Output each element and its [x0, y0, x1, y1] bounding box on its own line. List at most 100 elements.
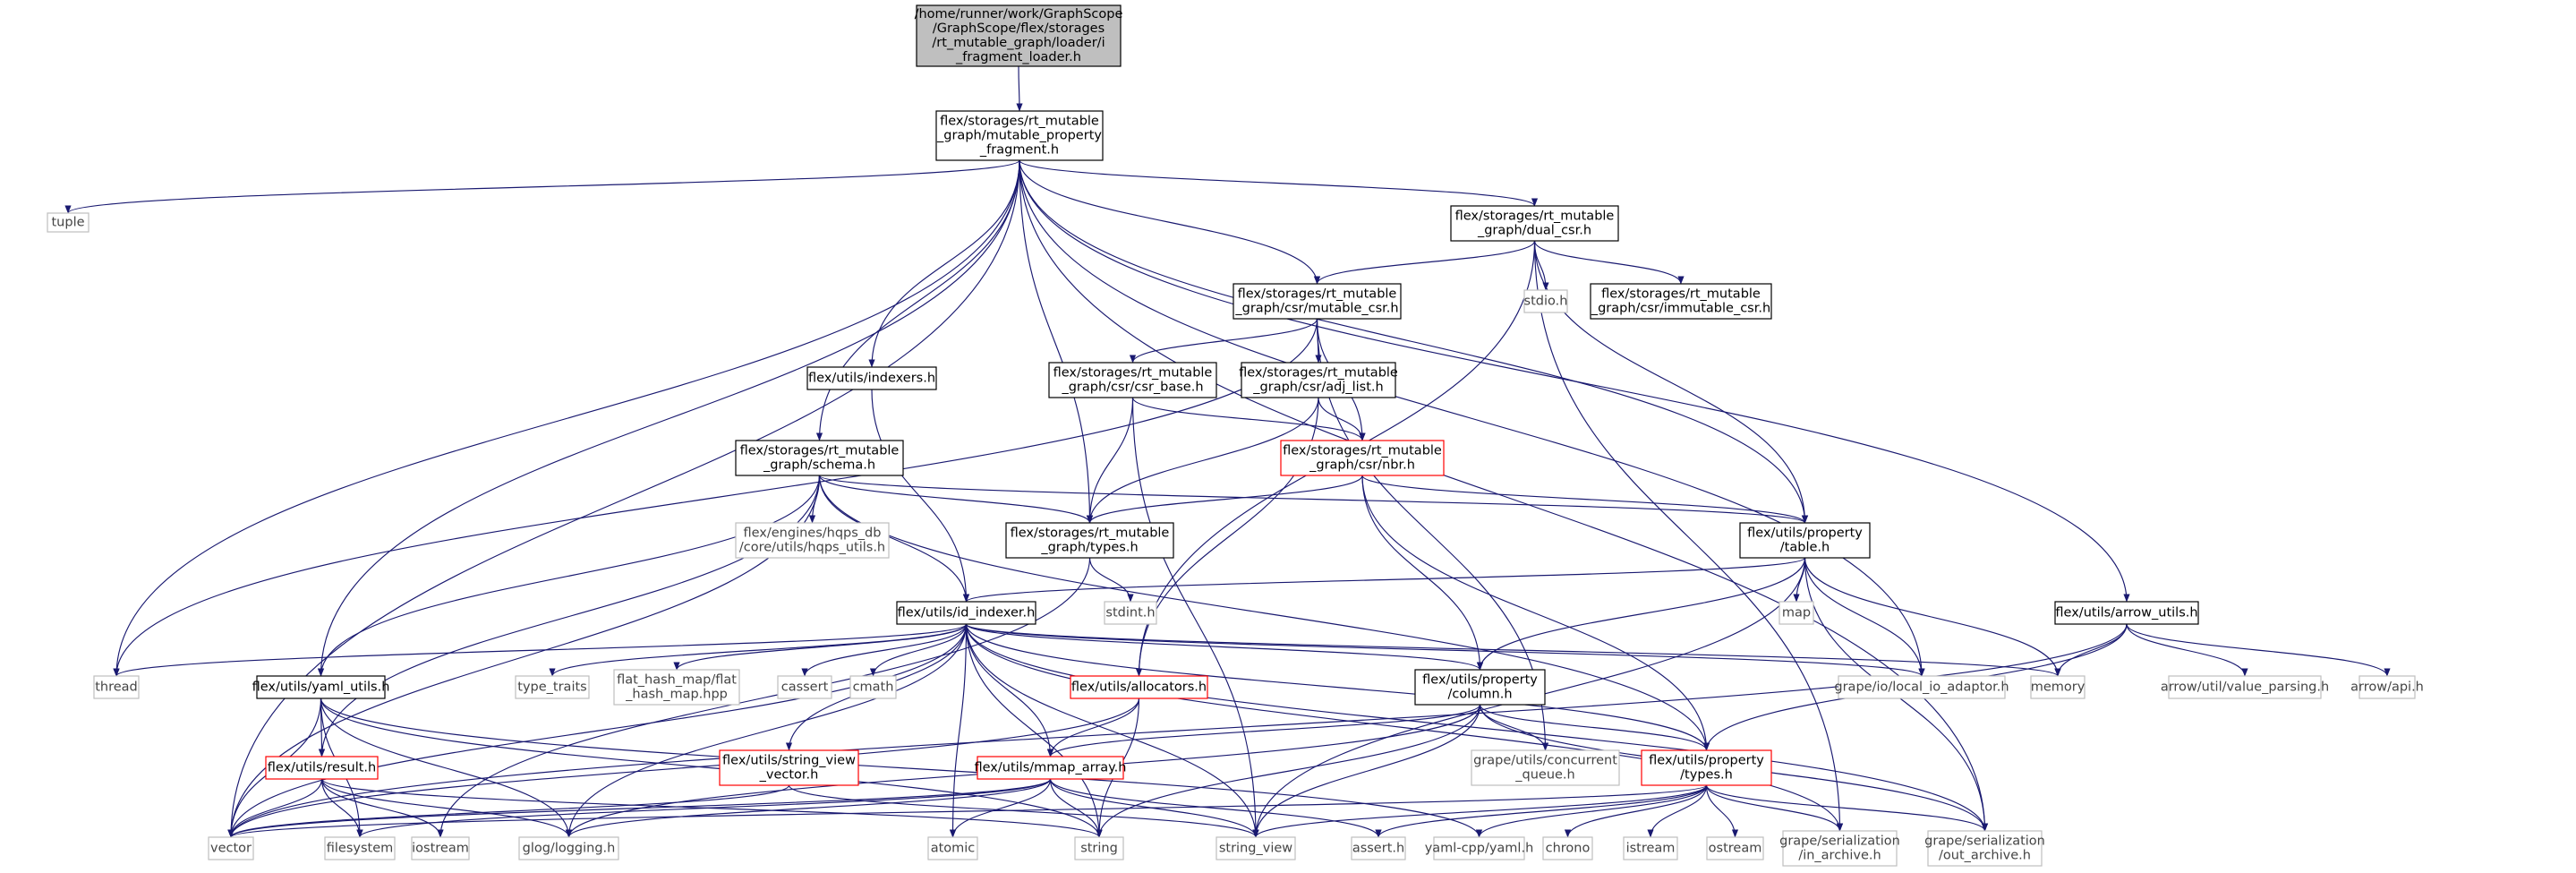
- node-stdint: stdint.h: [1104, 601, 1157, 625]
- node-istream-box: [1623, 836, 1678, 860]
- node-label-line: /out_archive.h: [1939, 849, 2031, 863]
- node-avp-box: [2168, 675, 2322, 699]
- node-idi[interactable]: flex/utils/id_indexer.h: [896, 601, 1036, 625]
- node-ostream: ostream: [1706, 836, 1764, 860]
- node-label-line: flex/utils/string_view: [722, 754, 856, 768]
- node-label-line: /table.h: [1780, 541, 1830, 555]
- node-root[interactable]: /home/runner/work/GraphScope/GraphScope/…: [915, 4, 1123, 67]
- node-map: map: [1778, 601, 1814, 625]
- node-sv-box: [719, 749, 859, 786]
- edge-sv-to-vector: [227, 784, 790, 838]
- node-table[interactable]: flex/utils/property/table.h: [1739, 522, 1871, 559]
- node-fs-box: [324, 836, 396, 860]
- node-idx-box: [806, 366, 937, 390]
- node-glog: glog/logging.h: [518, 836, 619, 860]
- node-label-line: flex/utils/result.h: [268, 761, 376, 775]
- node-aapi-box: [2358, 675, 2416, 699]
- node-label-line: _graph/csr/adj_list.h: [1252, 381, 1383, 395]
- node-nbr[interactable]: flex/storages/rt_mutable_graph/csr/nbr.h: [1280, 440, 1445, 476]
- node-hqps-box: [735, 522, 890, 559]
- node-label-line: atomic: [931, 842, 976, 856]
- node-label-line: _fragment.h: [979, 143, 1059, 158]
- edge-mpf-to-dual: [1019, 159, 1538, 207]
- node-label-line: flex/utils/arrow_utils.h: [2055, 606, 2197, 621]
- node-label-line: flex/storages/rt_mutable: [1011, 526, 1170, 541]
- node-gin: grape/serialization/in_archive.h: [1779, 830, 1900, 867]
- node-dual[interactable]: flex/storages/rt_mutable_graph/dual_csr.…: [1450, 205, 1619, 242]
- edge-result-to-fs: [320, 778, 363, 838]
- edge-yaml-to-string: [320, 698, 1103, 838]
- node-asserth-box: [1351, 836, 1406, 860]
- edge-idi-to-thread: [113, 623, 968, 677]
- node-atomic: atomic: [927, 836, 978, 860]
- node-sv[interactable]: flex/utils/string_view_vector.h: [719, 749, 859, 786]
- node-schema[interactable]: flex/storages/rt_mutable_graph/schema.h: [735, 440, 904, 476]
- edge-column-to-strv: [1252, 704, 1481, 838]
- edge-schema-to-result: [318, 475, 821, 757]
- edge-table-to-memory: [1804, 557, 2061, 677]
- edge-ptypes-to-yamlcpp: [1475, 784, 1708, 838]
- edge-dual-to-gin: [1533, 240, 1844, 832]
- edge-result-to-vector: [227, 778, 323, 838]
- edge-csrb-to-gtypes: [1086, 397, 1134, 524]
- node-gcq-box: [1471, 749, 1620, 786]
- node-lio-box: [1838, 675, 2006, 699]
- node-column-box: [1414, 669, 1546, 706]
- node-gtypes-box: [1005, 522, 1174, 559]
- node-icsr[interactable]: flex/storages/rt_mutable_graph/csr/immut…: [1590, 283, 1772, 320]
- edge-column-to-ptypes: [1479, 704, 1710, 751]
- node-mcsr[interactable]: flex/storages/rt_mutable_graph/csr/mutab…: [1233, 283, 1402, 320]
- node-label-line: /in_archive.h: [1798, 849, 1881, 863]
- edge-arrowu-to-vector: [227, 623, 2128, 838]
- node-tt: type_traits: [515, 675, 590, 699]
- node-ptypes[interactable]: flex/utils/property/types.h: [1641, 749, 1772, 786]
- node-schema-box: [735, 440, 904, 476]
- node-yaml[interactable]: flex/utils/yaml_utils.h: [252, 675, 390, 699]
- node-label-line: flex/utils/property: [1747, 526, 1863, 541]
- edge-idi-to-strv: [965, 623, 1259, 838]
- node-alloc[interactable]: flex/utils/allocators.h: [1070, 675, 1208, 699]
- node-label-line: string: [1080, 842, 1118, 856]
- node-label-line: flex/utils/property: [1422, 673, 1538, 688]
- edge-mpf-to-yaml: [317, 159, 1020, 677]
- node-result[interactable]: flex/utils/result.h: [265, 756, 379, 780]
- edge-idi-to-cassert: [801, 623, 968, 677]
- edge-ptypes-to-vector: [227, 784, 1708, 838]
- node-idx[interactable]: flex/utils/indexers.h: [806, 366, 937, 390]
- edge-mmap-to-fs: [356, 778, 1052, 838]
- node-adj[interactable]: flex/storages/rt_mutable_graph/csr/adj_l…: [1239, 362, 1398, 398]
- edge-ptypes-to-strv: [1252, 784, 1708, 838]
- node-label-line: arrow/util/value_parsing.h: [2161, 680, 2329, 695]
- node-adj-box: [1241, 362, 1396, 398]
- node-label-line: yaml-cpp/yaml.h: [1425, 842, 1534, 856]
- node-mmap-box: [977, 756, 1124, 780]
- edge-nbr-to-column: [1361, 475, 1484, 671]
- node-thread: thread: [93, 675, 140, 699]
- edge-gtypes-to-iostream: [437, 557, 1091, 838]
- node-label-line: flex/storages/rt_mutable: [740, 444, 900, 458]
- node-label-line: _graph/csr/mutable_csr.h: [1234, 302, 1398, 316]
- edge-csrb-to-strv: [1131, 397, 1259, 838]
- node-label-line: /home/runner/work/GraphScope: [915, 7, 1123, 21]
- node-column[interactable]: flex/utils/property/column.h: [1414, 669, 1546, 706]
- node-istream: istream: [1623, 836, 1678, 860]
- node-label-line: grape/serialization: [1779, 834, 1900, 849]
- node-idi-box: [896, 601, 1036, 625]
- node-label-line: flex/utils/yaml_utils.h: [252, 680, 390, 695]
- edge-idi-to-fhm: [673, 623, 968, 671]
- node-memory: memory: [2030, 675, 2086, 699]
- node-gin-box: [1782, 830, 1898, 867]
- node-mpf[interactable]: flex/storages/rt_mutable_graph/mutable_p…: [935, 110, 1104, 161]
- node-mmap[interactable]: flex/utils/mmap_array.h: [975, 756, 1127, 780]
- edge-ptypes-to-gout: [1705, 784, 1988, 832]
- node-label-line: _queue.h: [1514, 768, 1574, 783]
- edge-mpf-to-thread: [113, 159, 1020, 677]
- node-arrowu[interactable]: flex/utils/arrow_utils.h: [2054, 601, 2199, 625]
- node-gtypes[interactable]: flex/storages/rt_mutable_graph/types.h: [1005, 522, 1174, 559]
- edge-ptypes-to-ostream: [1705, 784, 1739, 838]
- node-ostream-box: [1706, 836, 1764, 860]
- node-label-line: _graph/csr/nbr.h: [1309, 458, 1415, 473]
- node-label-line: stdio.h: [1524, 295, 1568, 309]
- node-csrb[interactable]: flex/storages/rt_mutable_graph/csr/csr_b…: [1048, 362, 1217, 398]
- edge-table-to-lio: [1804, 557, 1925, 677]
